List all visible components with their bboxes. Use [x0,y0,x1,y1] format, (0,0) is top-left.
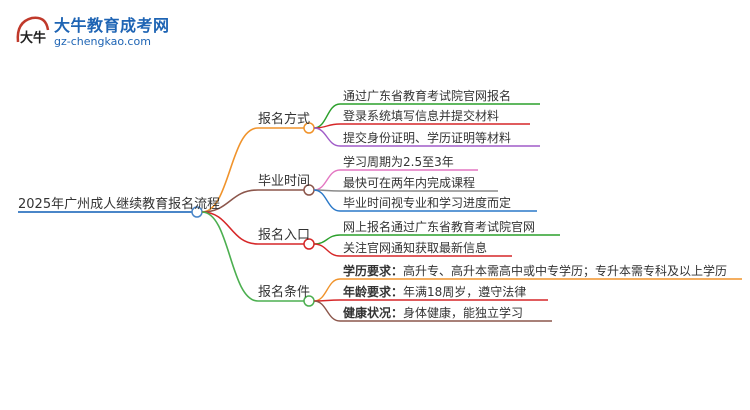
branch-connector [201,189,259,213]
leaf-value: 身体健康，能独立学习 [403,305,523,320]
leaf-topic: 网上报名通过广东省教育考试院官网 [343,219,535,234]
branch-label: 报名条件 [258,284,310,300]
leaf-topic: 毕业时间视专业和学习进度而定 [343,195,511,210]
branch-connector [201,211,259,302]
leaf-connector [313,243,341,257]
leaf-topic: 登录系统填写信息并提交材料 [343,108,499,123]
branch-label: 报名入口 [258,227,310,243]
leaf-connector [313,234,341,245]
logo-url: gz-chengkao.com [54,35,151,48]
branch-connector [201,127,259,213]
leaf-connector [313,123,341,129]
leaf-topic: 学历要求：高升专、高升本需高中或中专学历；专升本需专科及以上学历 [343,263,727,278]
logo-title: 大牛教育成考网 [54,16,170,35]
leaf-topic: 健康状况：身体健康，能独立学习 [343,305,523,320]
leaf-connector [313,169,341,191]
leaf-topic: 提交身份证明、学历证明等材料 [343,130,511,145]
leaf-connector [313,278,341,302]
leaf-connector [313,127,341,147]
logo-icon: 大牛 [16,16,50,46]
leaf-topic: 通过广东省教育考试院官网报名 [343,88,511,103]
leaf-value: 高升专、高升本需高中或中专学历；专升本需专科及以上学历 [403,263,727,278]
logo-mark-text: 大牛 [20,30,46,46]
leaf-connector [313,300,341,322]
site-logo: 大牛 大牛教育成考网 gz-chengkao.com [12,10,182,56]
leaf-topic: 学习周期为2.5至3年 [343,154,454,169]
branch-connector [201,211,259,245]
root-topic: 2025年广州成人继续教育报名流程 [18,196,220,212]
leaf-value: 年满18周岁，遵守法律 [403,284,526,299]
leaf-topic: 关注官网通知获取最新信息 [343,240,487,255]
leaf-topic: 年龄要求：年满18周岁，遵守法律 [343,284,526,299]
branch-label: 毕业时间 [258,174,310,189]
leaf-topic: 最快可在两年内完成课程 [343,175,475,190]
leaf-key: 年龄要求： [343,284,403,299]
leaf-key: 健康状况： [343,305,403,320]
branch-label: 报名方式 [258,111,310,127]
leaf-key: 学历要求： [343,263,403,278]
leaf-connector [313,189,341,212]
